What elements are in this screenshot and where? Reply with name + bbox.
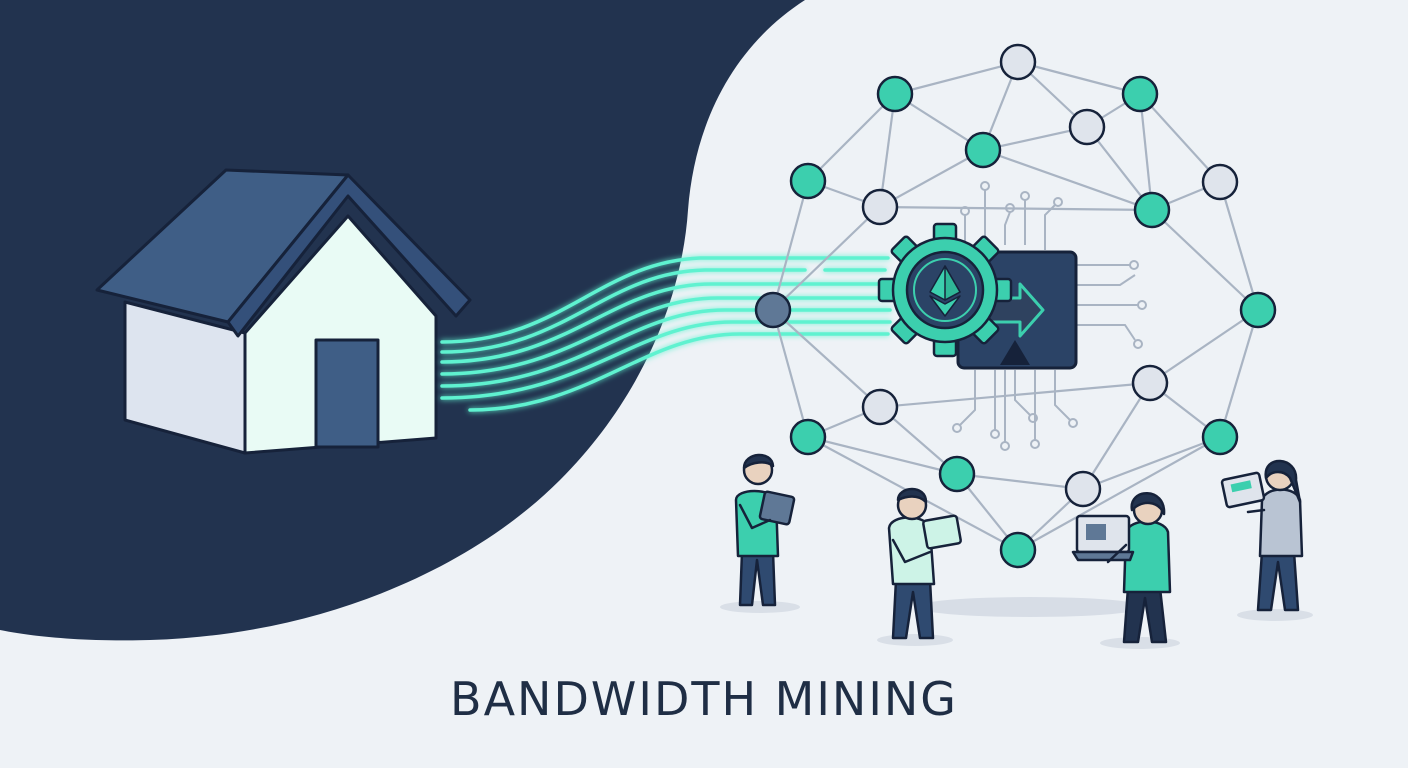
ground-shadow <box>915 597 1145 617</box>
network-node <box>876 75 914 113</box>
network-node <box>861 188 899 226</box>
network-node <box>861 388 899 426</box>
network-node <box>999 531 1037 569</box>
stream-line <box>440 256 890 344</box>
house-roof-edge <box>226 173 472 338</box>
network-node <box>1131 364 1169 402</box>
house-door <box>314 338 380 449</box>
network-node <box>964 131 1002 169</box>
gear-icon <box>877 222 1013 358</box>
person-with-tablet <box>887 487 962 640</box>
house-icon <box>95 168 472 455</box>
network-node <box>1133 191 1171 229</box>
stream-line <box>440 320 892 400</box>
person-with-tablet <box>1220 459 1304 612</box>
network-node <box>1239 291 1277 329</box>
title-caption: BANDWIDTH MINING <box>450 672 958 726</box>
house-front-wall <box>243 214 438 455</box>
network-node <box>754 291 792 329</box>
network-node <box>789 418 827 456</box>
person-with-laptop <box>1071 492 1172 644</box>
person-with-tablet <box>734 453 796 607</box>
circuit-traces <box>952 181 1147 451</box>
network-nodes <box>754 43 1277 569</box>
network-node <box>1121 75 1159 113</box>
network-node <box>1201 418 1239 456</box>
network-node <box>1068 108 1106 146</box>
ground-shadow <box>1237 609 1313 621</box>
network-node <box>938 455 976 493</box>
ground-shadow <box>877 634 953 646</box>
network-node <box>789 162 827 200</box>
stream-line <box>440 282 892 364</box>
stream-line <box>440 268 887 354</box>
ground-shadow <box>1100 637 1180 649</box>
stream-line <box>468 332 890 412</box>
network-node <box>1201 163 1239 201</box>
network-node <box>999 43 1037 81</box>
ethereum-icon <box>929 265 961 317</box>
data-stream-lines <box>440 256 892 412</box>
stream-line <box>440 308 892 388</box>
ground-shadow <box>720 601 800 613</box>
network-node <box>1064 470 1102 508</box>
stream-line <box>440 296 892 376</box>
